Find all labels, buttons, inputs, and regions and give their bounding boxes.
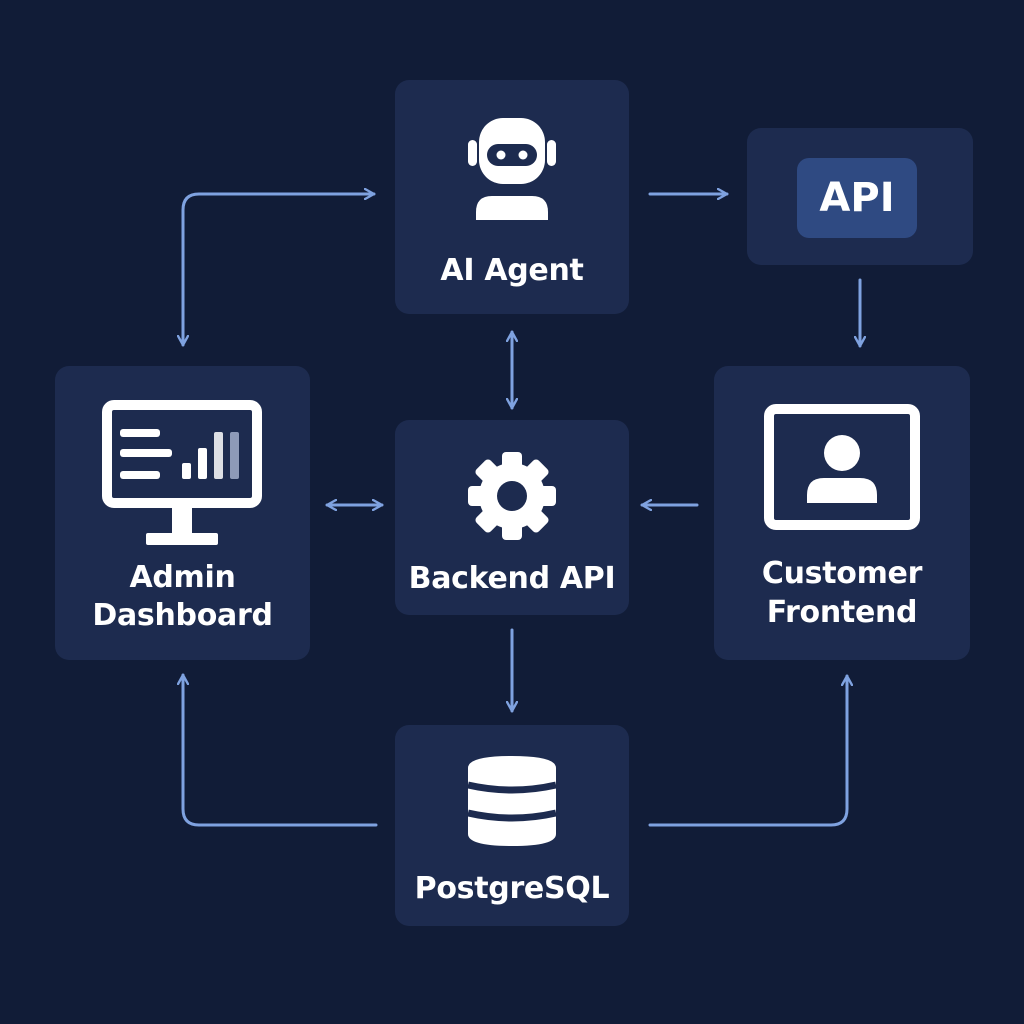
edge-postgres-customer <box>648 674 847 827</box>
api-badge: API <box>797 158 917 238</box>
edge-postgres-admin <box>183 673 378 827</box>
node-api[interactable]: API <box>747 128 973 265</box>
node-customer-frontend[interactable]: Customer Frontend <box>714 366 970 660</box>
node-postgresql[interactable]: PostgreSQL <box>395 725 629 926</box>
node-admin-dashboard[interactable]: Admin Dashboard <box>55 366 310 660</box>
monitor-chart-icon <box>102 400 262 545</box>
gear-icon <box>468 452 556 540</box>
robot-icon <box>468 118 556 220</box>
node-admin-dashboard-label-line2: Dashboard <box>92 598 273 633</box>
node-ai-agent[interactable]: AI Agent <box>395 80 629 314</box>
edge-admin-ai <box>183 194 376 347</box>
node-admin-dashboard-label-line1: Admin <box>129 560 236 595</box>
node-customer-frontend-label-line1: Customer <box>761 556 923 591</box>
node-customer-frontend-label-line2: Frontend <box>766 595 918 630</box>
node-postgresql-label: PostgreSQL <box>414 871 610 906</box>
node-backend-api-label: Backend API <box>408 561 616 596</box>
node-backend-api[interactable]: Backend API <box>395 420 629 615</box>
database-icon <box>467 756 557 846</box>
node-ai-agent-label: AI Agent <box>440 253 584 288</box>
user-screen-icon <box>764 404 920 530</box>
